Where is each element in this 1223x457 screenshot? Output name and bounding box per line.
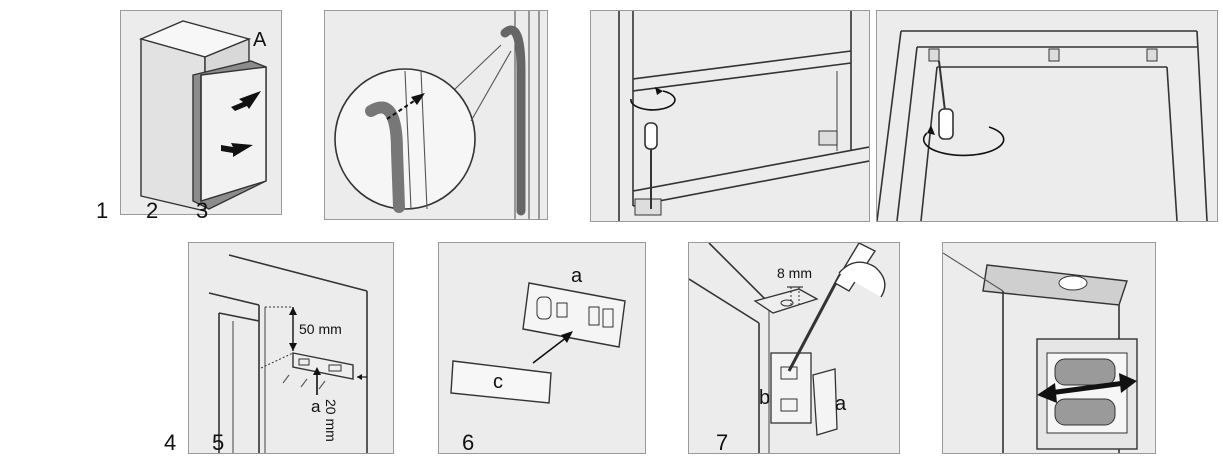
- frame-adjust-illustration: [877, 30, 1208, 221]
- figure-panel-3: [590, 10, 870, 222]
- panel1-letter: A: [253, 29, 267, 51]
- figure-panel-6: a c: [438, 242, 646, 454]
- panel7-part-b: b: [759, 387, 771, 409]
- panel6-part-c: c: [493, 371, 503, 393]
- door-seal-illustration: [334, 11, 540, 219]
- panel6-part-a: a: [571, 265, 583, 287]
- bracket-position-illustration: [208, 254, 368, 453]
- panel7-dimension: 8 mm: [777, 265, 812, 281]
- figure-panel-4: [876, 10, 1218, 222]
- figure-panel-2: [324, 10, 548, 220]
- rotate-arrow-icon: [630, 87, 676, 111]
- rotate-arrow-icon: [922, 125, 1005, 157]
- screwdriver-icon: [644, 122, 658, 209]
- figure-panel-5: 50 mm a 20 mm: [188, 242, 394, 454]
- step-number-1: 1: [96, 198, 109, 223]
- figure-panel-8: [942, 242, 1156, 454]
- figure-panel-7: 8 mm b a: [688, 242, 900, 454]
- figure-panel-1: A: [120, 10, 282, 215]
- step-number-6: 6: [462, 430, 475, 455]
- step-number-4: 4: [164, 430, 177, 455]
- double-arrow-icon: [1037, 373, 1137, 403]
- step-number-2: 2: [146, 198, 159, 223]
- screwdriver-icon: [787, 243, 886, 372]
- bracket-cover-illustration: [450, 282, 626, 404]
- arrow-icon: [386, 93, 425, 120]
- arrow-icon: [221, 91, 261, 157]
- hinge-adjust-illustration: [618, 11, 869, 221]
- step-number-7: 7: [716, 430, 729, 455]
- appliance-door-illustration: [138, 20, 267, 212]
- step-number-3: 3: [196, 198, 209, 223]
- panel5-dimension-side: 20 mm: [323, 399, 339, 442]
- panel5-dimension-top: 50 mm: [299, 321, 342, 337]
- panel5-part-a: a: [311, 397, 321, 416]
- screwdriver-icon: [938, 60, 954, 140]
- panel7-part-a: a: [835, 393, 847, 415]
- step-number-5: 5: [212, 430, 225, 455]
